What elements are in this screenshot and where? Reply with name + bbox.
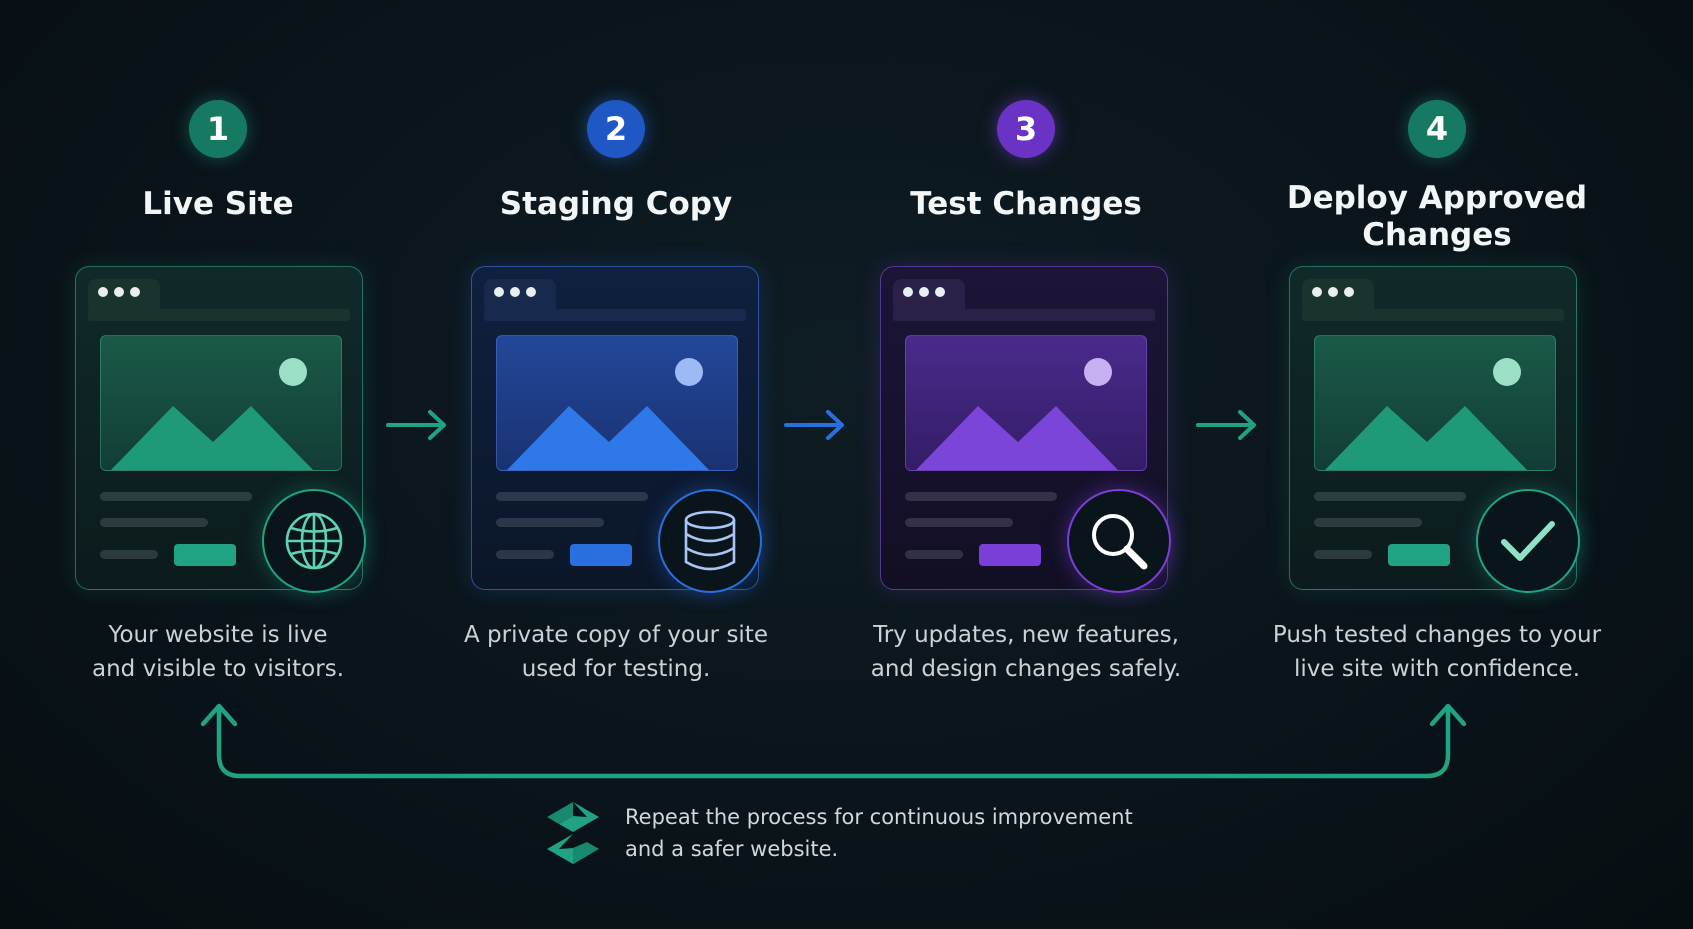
step-staging-copy: 2 Staging Copy A private copy of your si…	[426, 100, 806, 682]
mountain-image-icon	[507, 358, 709, 470]
image-placeholder	[100, 335, 342, 471]
step-live-site: 1 Live Site Your website is live and vis…	[28, 100, 408, 682]
step-title: Test Changes	[910, 186, 1142, 222]
image-placeholder	[1314, 335, 1556, 471]
loop-logo-icon	[547, 802, 599, 864]
step-description: Your website is live and visible to visi…	[91, 622, 345, 682]
arrow-right-icon	[386, 410, 446, 440]
step-deploy-approved-changes: 4 Deploy Approved Changes Push tested ch…	[1247, 100, 1627, 682]
browser-window-card	[1289, 266, 1580, 593]
database-icon-circle	[658, 489, 762, 593]
step-number-badge: 3	[997, 100, 1055, 158]
window-dots	[98, 287, 140, 297]
database-icon	[684, 510, 736, 571]
magnifier-icon	[1092, 514, 1148, 570]
step-number-badge: 1	[189, 100, 247, 158]
step-title: Staging Copy	[499, 186, 733, 222]
checkmark-icon-circle	[1476, 489, 1580, 593]
magnifier-icon-circle	[1067, 489, 1171, 593]
window-dots	[494, 287, 536, 297]
arrow-right-icon	[784, 410, 844, 440]
globe-icon	[285, 512, 343, 570]
window-dots	[1312, 287, 1354, 297]
mountain-image-icon	[111, 358, 313, 470]
footer-line: and a safer website.	[625, 837, 839, 861]
browser-window-card	[880, 266, 1171, 593]
step-description: Push tested changes to your live site wi…	[1272, 622, 1602, 682]
step-description: A private copy of your site used for tes…	[464, 622, 768, 682]
globe-icon-circle	[262, 489, 366, 593]
step-description: Try updates, new features, and design ch…	[870, 622, 1182, 682]
footer-note: Repeat the process for continuous improv…	[543, 800, 1145, 866]
image-placeholder	[496, 335, 738, 471]
step-title: Deploy Approved Changes	[1286, 180, 1588, 253]
window-dots	[903, 287, 945, 297]
browser-window-card	[75, 266, 366, 593]
step-test-changes: 3 Test Changes Try updates, new features…	[836, 100, 1216, 682]
mountain-image-icon	[916, 358, 1118, 470]
checkmark-icon	[1501, 521, 1555, 561]
step-title: Live Site	[142, 186, 294, 222]
step-number-badge: 2	[587, 100, 645, 158]
mountain-image-icon	[1325, 358, 1527, 470]
arrow-right-icon	[1196, 410, 1256, 440]
footer-line: Repeat the process for continuous improv…	[625, 805, 1133, 829]
step-number-badge: 4	[1408, 100, 1466, 158]
browser-window-card	[471, 266, 762, 593]
image-placeholder	[905, 335, 1147, 471]
